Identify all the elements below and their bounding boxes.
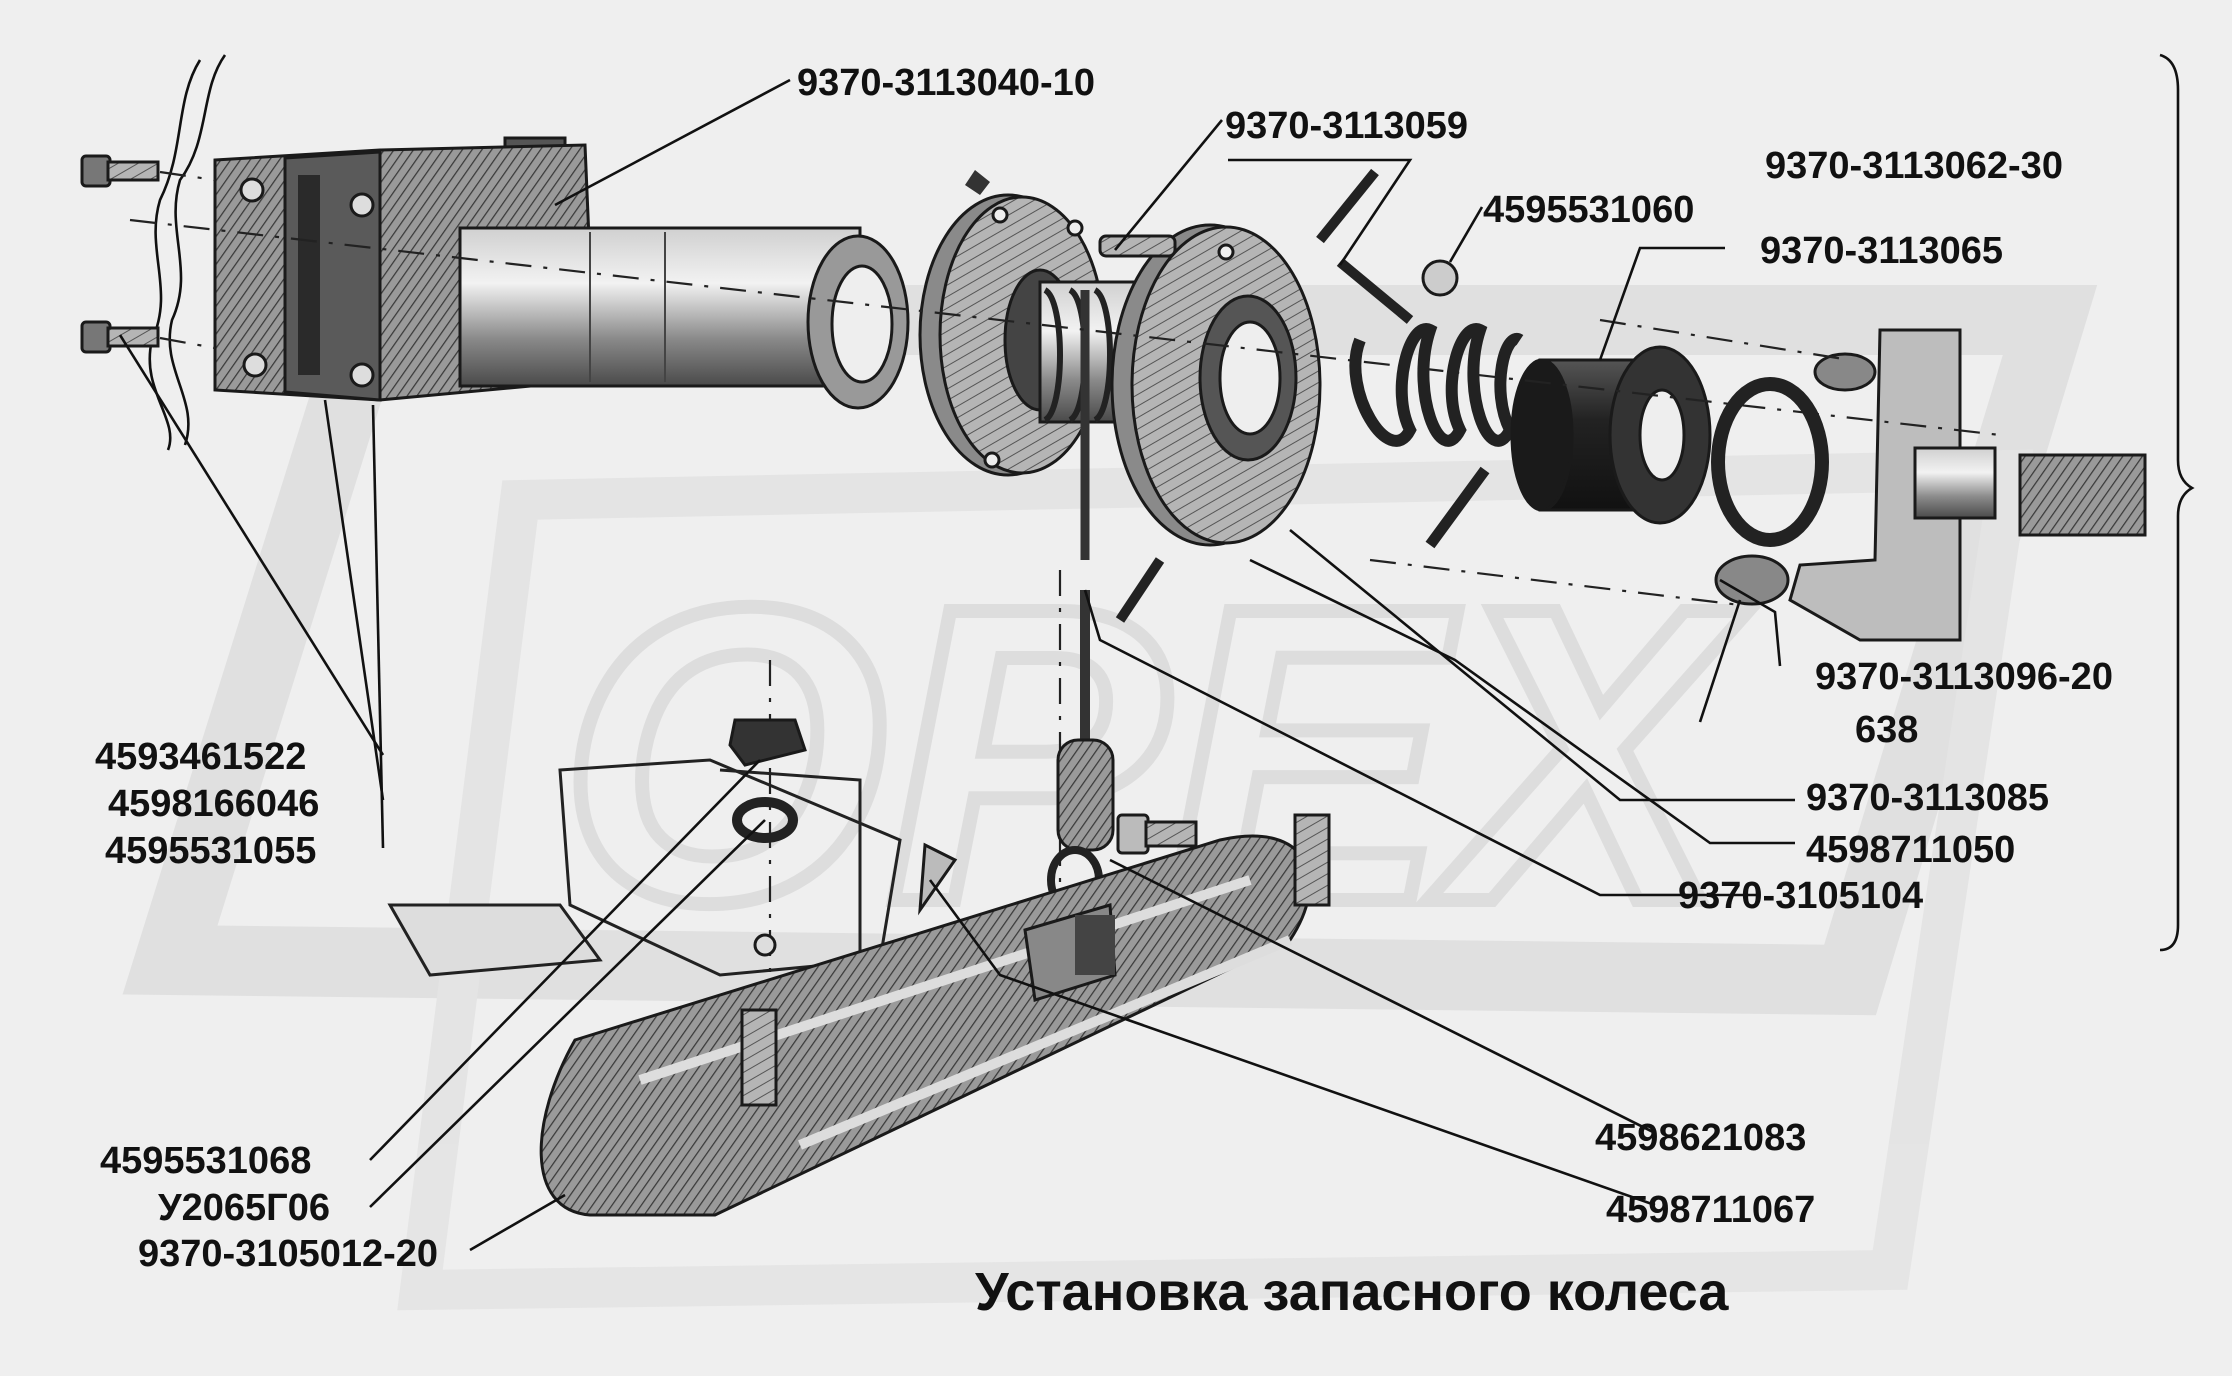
label-9370-3113059: 9370-3113059 xyxy=(1225,105,1468,147)
split-pin xyxy=(918,842,958,916)
torsion-spring xyxy=(1349,323,1524,549)
bolt-small xyxy=(1116,813,1198,855)
assembly-brace xyxy=(2159,53,2195,952)
leader-lines xyxy=(118,78,1795,1252)
label-4595531055: 4595531055 xyxy=(105,830,316,872)
frame-break-lines xyxy=(148,54,227,451)
bracket-tube xyxy=(213,136,910,410)
label-4598166046: 4598166046 xyxy=(108,783,319,825)
pins xyxy=(965,168,1414,623)
nut-small xyxy=(1421,259,1459,297)
label-9370-3113062-30: 9370-3113062-30 xyxy=(1765,145,2063,187)
part-labels: 9370-3113040-10 9370-3113059 9370-311306… xyxy=(95,62,2113,1275)
label-4598711050: 4598711050 xyxy=(1806,829,2015,871)
bolt-upper xyxy=(80,154,160,188)
base-plate xyxy=(539,813,1331,1217)
ring xyxy=(1711,377,1829,547)
flange-rear xyxy=(1110,223,1322,547)
lower-bracket xyxy=(387,718,902,977)
bolt-lower xyxy=(80,320,160,354)
bushing xyxy=(1510,345,1712,525)
label-9370-3113040-10: 9370-3113040-10 xyxy=(797,62,1095,104)
label-4598621083: 4598621083 xyxy=(1595,1117,1806,1159)
label-4598711067: 4598711067 xyxy=(1606,1189,1815,1231)
label-4595531060: 4595531060 xyxy=(1483,189,1694,231)
label-9370-3105104: 9370-3105104 xyxy=(1678,875,1923,917)
label-9370-3113065: 9370-3113065 xyxy=(1760,230,2003,272)
label-U2065G06: У2065Г06 xyxy=(158,1187,330,1229)
end-bracket xyxy=(1714,328,2147,642)
label-9370-3113085: 9370-3113085 xyxy=(1806,777,2049,819)
label-4593461522: 4593461522 xyxy=(95,736,306,778)
diagram-title: Установка запасного колеса xyxy=(975,1262,1729,1322)
label-9370-3105012-20: 9370-3105012-20 xyxy=(138,1233,438,1275)
label-4595531068: 4595531068 xyxy=(100,1140,311,1182)
label-638: 638 xyxy=(1855,709,1918,751)
label-9370-3113096-20: 9370-3113096-20 xyxy=(1815,656,2113,698)
